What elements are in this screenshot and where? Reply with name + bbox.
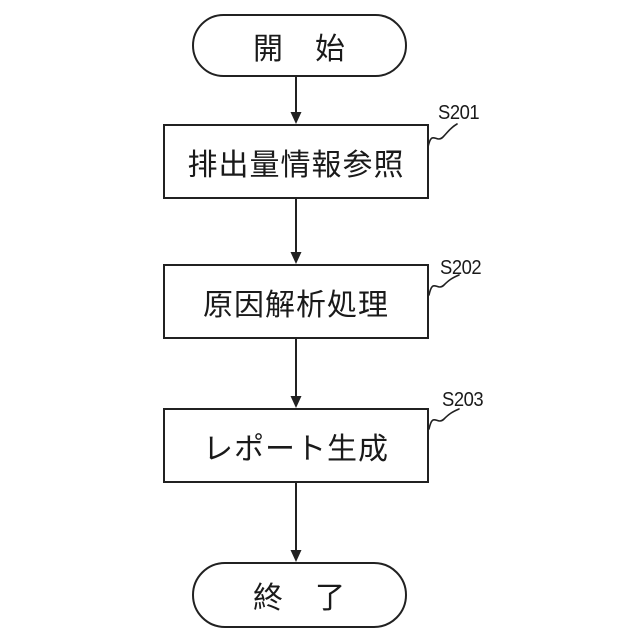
leader-squiggle-s201 [427, 123, 458, 148]
arrow-step2-to-step3 [290, 339, 302, 408]
step-tag-s203: S203 [442, 389, 484, 411]
process-step-1-label: 排出量情報参照 [187, 148, 405, 182]
process-step-3-label: レポート生成 [203, 432, 389, 466]
start-terminal: 開 始 [192, 14, 407, 77]
arrow-start-to-step1 [290, 77, 302, 124]
process-step-3: レポート生成 [163, 408, 429, 483]
step-tag-s201: S201 [438, 102, 480, 124]
leader-squiggle-s203 [428, 408, 460, 430]
process-step-2: 原因解析処理 [163, 264, 429, 339]
arrow-step3-to-end [290, 483, 302, 562]
process-step-2-label: 原因解析処理 [203, 288, 389, 322]
process-step-1: 排出量情報参照 [163, 124, 429, 199]
step-tag-s202: S202 [440, 257, 482, 279]
arrow-step1-to-step2 [290, 199, 302, 264]
leader-squiggle-s202 [428, 274, 460, 296]
end-label: 終 了 [253, 582, 346, 615]
end-terminal: 終 了 [192, 562, 407, 628]
start-label: 開 始 [253, 32, 346, 66]
